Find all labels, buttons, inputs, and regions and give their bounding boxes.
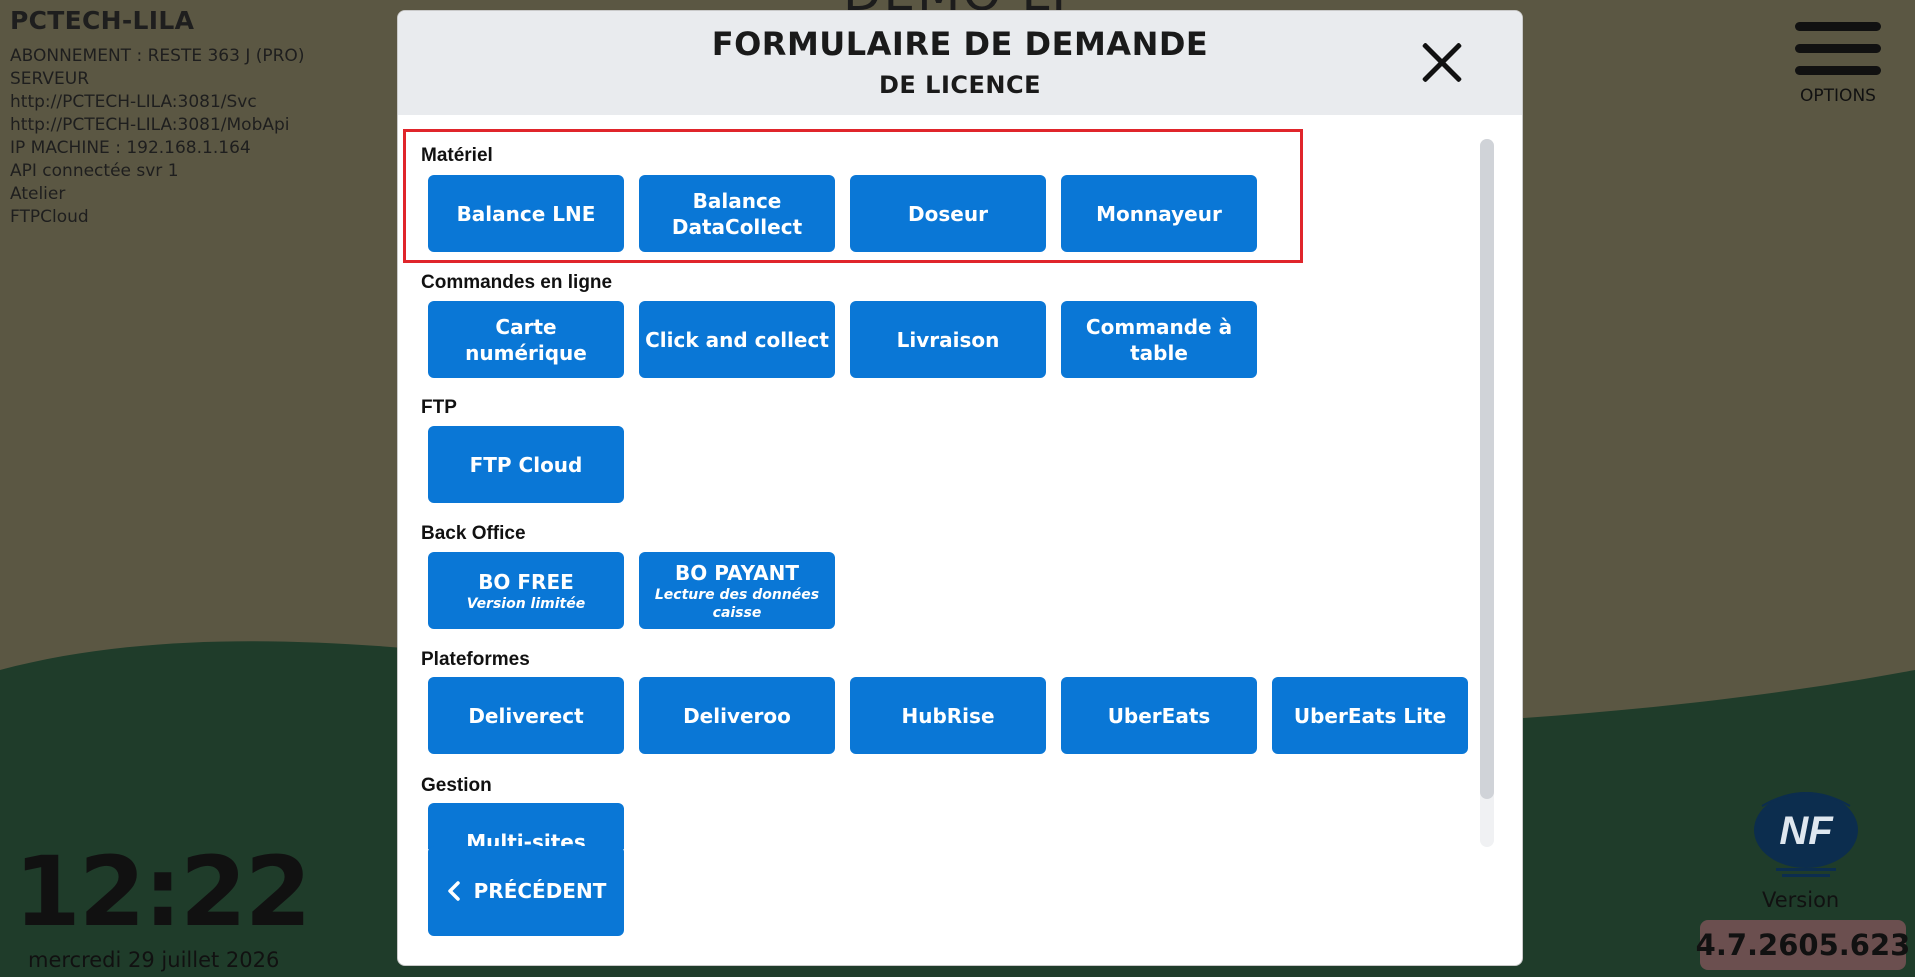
section-title-gestion: Gestion <box>421 775 492 796</box>
section-title-materiel: Matériel <box>421 145 493 166</box>
version-value: 4.7.2605.623 <box>1696 920 1910 970</box>
section-title-ftp: FTP <box>421 397 457 418</box>
info-line: Atelier <box>10 184 66 204</box>
chevron-left-icon <box>447 881 460 901</box>
license-button-balance-datacollect[interactable]: Balance DataCollect <box>639 175 835 252</box>
button-label: Monnayeur <box>1096 201 1222 226</box>
previous-label: PRÉCÉDENT <box>473 879 607 903</box>
svg-text:NF: NF <box>1779 809 1834 853</box>
modal-subtitle: DE LICENCE <box>879 71 1041 99</box>
section-title-plateformes: Plateformes <box>421 649 530 670</box>
button-label: Click and collect <box>645 327 829 352</box>
info-line: FTPCloud <box>10 207 89 227</box>
button-label: Deliverect <box>468 703 584 728</box>
license-request-modal: FORMULAIRE DE DEMANDE DE LICENCE Matérie… <box>397 10 1523 966</box>
info-line: ABONNEMENT : RESTE 363 J (PRO) <box>10 46 305 66</box>
license-button-monnayeur[interactable]: Monnayeur <box>1061 175 1257 252</box>
button-label: UberEats Lite <box>1293 703 1447 728</box>
button-sublabel: Lecture des données caisse <box>654 586 820 621</box>
license-button-bo-payant[interactable]: BO PAYANT Lecture des données caisse <box>639 552 835 629</box>
button-label: Balance LNE <box>456 201 596 226</box>
info-line: http://PCTECH-LILA:3081/MobApi <box>10 115 290 135</box>
license-button-doseur[interactable]: Doseur <box>850 175 1046 252</box>
license-button-ftp-cloud[interactable]: FTP Cloud <box>428 426 624 503</box>
scrollbar-thumb[interactable] <box>1480 139 1494 799</box>
button-label: UberEats <box>1107 703 1211 728</box>
section-title-commandes: Commandes en ligne <box>421 272 613 293</box>
previous-button[interactable]: PRÉCÉDENT <box>428 846 624 936</box>
button-label: Carte numérique <box>465 314 587 365</box>
info-line: API connectée svr 1 <box>10 161 179 181</box>
modal-header: FORMULAIRE DE DEMANDE DE LICENCE <box>398 11 1522 115</box>
button-label: Livraison <box>896 327 1000 352</box>
options-label: OPTIONS <box>1800 86 1876 106</box>
options-menu-button[interactable]: OPTIONS <box>1783 22 1893 106</box>
server-name: PCTECH-LILA <box>10 6 195 35</box>
info-line: http://PCTECH-LILA:3081/Svc <box>10 92 257 112</box>
button-label: BO FREE <box>478 569 574 594</box>
button-label: FTP Cloud <box>469 452 583 477</box>
button-label: Deliveroo <box>683 703 791 728</box>
section-title-back-office: Back Office <box>421 523 526 544</box>
button-label: HubRise <box>901 703 995 728</box>
info-line: IP MACHINE : 192.168.1.164 <box>10 138 251 158</box>
license-button-balance-lne[interactable]: Balance LNE <box>428 175 624 252</box>
license-button-deliverect[interactable]: Deliverect <box>428 677 624 754</box>
info-line: SERVEUR <box>10 69 90 89</box>
license-button-bo-free[interactable]: BO FREE Version limitée <box>428 552 624 629</box>
button-label: Balance DataCollect <box>671 188 803 239</box>
license-button-carte-numerique[interactable]: Carte numérique <box>428 301 624 378</box>
clock: 12:22 <box>14 836 312 948</box>
version-label: Version <box>1762 888 1840 912</box>
license-button-ubereats[interactable]: UberEats <box>1061 677 1257 754</box>
highlight-box <box>403 129 1303 263</box>
license-button-hubrise[interactable]: HubRise <box>850 677 1046 754</box>
server-info-panel: PCTECH-LILA ABONNEMENT : RESTE 363 J (PR… <box>10 6 304 229</box>
license-button-livraison[interactable]: Livraison <box>850 301 1046 378</box>
date: mercredi 29 juillet 2026 <box>28 948 280 972</box>
license-button-multi-sites[interactable]: Multi-sites <box>428 803 624 849</box>
license-button-deliveroo[interactable]: Deliveroo <box>639 677 835 754</box>
button-sublabel: Version limitée <box>466 595 586 612</box>
button-label: Doseur <box>908 201 988 226</box>
nf-certification-logo: NF <box>1754 792 1858 877</box>
hamburger-icon <box>1783 22 1893 75</box>
button-label: Commande à table <box>1085 314 1233 365</box>
button-label: Multi-sites <box>466 829 586 850</box>
license-button-click-and-collect[interactable]: Click and collect <box>639 301 835 378</box>
license-button-commande-a-table[interactable]: Commande à table <box>1061 301 1257 378</box>
modal-title: FORMULAIRE DE DEMANDE <box>711 25 1209 63</box>
license-button-ubereats-lite[interactable]: UberEats Lite <box>1272 677 1468 754</box>
button-label: BO PAYANT <box>674 560 800 585</box>
close-icon[interactable] <box>1420 41 1464 85</box>
license-options-list: Matériel Balance LNE Balance DataCollect… <box>398 115 1522 849</box>
